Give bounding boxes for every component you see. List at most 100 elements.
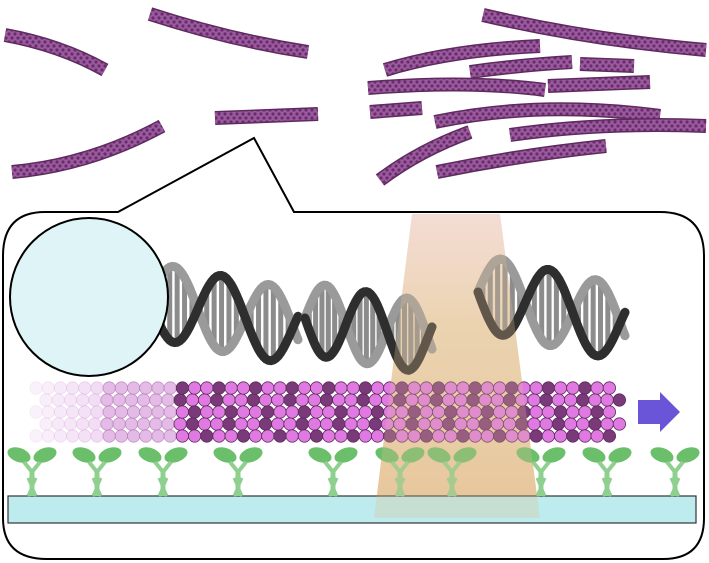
filament-bead bbox=[249, 405, 263, 419]
antibody-icon bbox=[213, 447, 263, 497]
filament-bead bbox=[53, 405, 68, 419]
filament-bead bbox=[261, 381, 275, 395]
filament-bead bbox=[356, 393, 370, 407]
filament-bead bbox=[175, 429, 189, 443]
filament-bead bbox=[541, 405, 556, 419]
filament-bead bbox=[139, 429, 153, 443]
filament-bead bbox=[588, 393, 602, 407]
filament-bead bbox=[334, 429, 348, 443]
free-filament-texture bbox=[547, 76, 651, 92]
filament-bead bbox=[297, 405, 311, 419]
filament-bead bbox=[114, 381, 129, 395]
antibody-icon bbox=[7, 447, 57, 497]
filament-bead bbox=[212, 381, 226, 395]
antibody-icon bbox=[650, 447, 700, 497]
filament-bead bbox=[127, 405, 141, 419]
filament-bead bbox=[224, 381, 238, 395]
filament-bead bbox=[137, 393, 151, 407]
filament-bead bbox=[102, 381, 116, 395]
filament-bead bbox=[551, 417, 566, 431]
antibody-icon bbox=[427, 447, 477, 497]
filament-bead bbox=[163, 405, 177, 419]
free-filament-texture bbox=[369, 102, 423, 118]
filament-bead bbox=[309, 429, 324, 443]
filament-bead bbox=[307, 417, 321, 431]
filament-bead bbox=[273, 381, 287, 395]
filament-bead bbox=[529, 429, 543, 443]
right-arrow-icon bbox=[638, 392, 680, 432]
filament-bead bbox=[344, 393, 358, 407]
filament-bead bbox=[185, 417, 199, 431]
filament-bead bbox=[602, 381, 617, 395]
filament-bead bbox=[273, 429, 287, 443]
filament-bead bbox=[100, 393, 114, 407]
filament-bead bbox=[161, 417, 175, 431]
filament-bead bbox=[124, 393, 138, 407]
filament-bead bbox=[249, 429, 263, 443]
filament-bead bbox=[273, 405, 287, 419]
filament-bead bbox=[137, 417, 151, 431]
filament-bead bbox=[53, 381, 68, 395]
antibody-icon bbox=[72, 447, 122, 497]
filament-bead bbox=[139, 381, 153, 395]
filament-bead bbox=[334, 381, 348, 395]
filament-bead bbox=[612, 393, 627, 407]
free-filament-texture bbox=[376, 126, 472, 185]
filament-bead bbox=[346, 405, 360, 419]
filament-bead bbox=[358, 429, 372, 443]
filament-bead bbox=[39, 393, 53, 407]
filament-bead bbox=[332, 393, 346, 407]
filament-bead bbox=[212, 429, 226, 443]
filament-bead bbox=[66, 429, 80, 443]
filament-bead bbox=[29, 429, 43, 443]
filament-bead bbox=[358, 381, 372, 395]
filament-bead bbox=[53, 429, 68, 443]
filament-bead bbox=[551, 393, 566, 407]
filament-bead bbox=[295, 393, 309, 407]
filament-bead bbox=[76, 393, 90, 407]
filament-bead bbox=[578, 429, 592, 443]
filament-bead bbox=[114, 429, 129, 443]
filament-bead bbox=[236, 381, 250, 395]
free-filament-texture bbox=[367, 78, 546, 96]
filament-bead bbox=[161, 393, 175, 407]
filament-bead bbox=[370, 381, 385, 395]
filament-bead bbox=[88, 393, 102, 407]
filament-bead bbox=[539, 393, 553, 407]
filament-bead bbox=[283, 417, 297, 431]
filament-bead bbox=[332, 417, 346, 431]
filament-bead bbox=[258, 393, 273, 407]
dna-helix-icon bbox=[473, 254, 630, 361]
filament-bead bbox=[346, 429, 360, 443]
filament-bead bbox=[285, 381, 299, 395]
filament-bead bbox=[590, 429, 604, 443]
filament-bead bbox=[222, 417, 236, 431]
antibody-icon bbox=[375, 447, 425, 497]
filament-bead bbox=[612, 417, 627, 431]
filament-bead bbox=[41, 429, 55, 443]
filament-bead bbox=[578, 405, 592, 419]
filament-bead bbox=[563, 393, 578, 407]
free-filament-texture bbox=[4, 29, 108, 75]
magnifier-circle bbox=[9, 217, 169, 377]
filament-bead bbox=[258, 417, 273, 431]
filament-bead bbox=[236, 429, 250, 443]
filament-bead bbox=[529, 405, 543, 419]
filament-bead bbox=[553, 381, 568, 395]
filament-bead bbox=[127, 429, 141, 443]
free-filament-texture bbox=[11, 121, 165, 178]
filament-bead bbox=[576, 417, 590, 431]
filament-bead bbox=[602, 429, 617, 443]
filament-bead bbox=[127, 381, 141, 395]
filament-bead bbox=[553, 429, 568, 443]
filament-bead bbox=[368, 393, 382, 407]
filament-bead bbox=[541, 381, 556, 395]
light-beam-overlay bbox=[374, 214, 540, 518]
filament-bead bbox=[356, 417, 370, 431]
filament-bead bbox=[198, 417, 212, 431]
filament-bead bbox=[576, 393, 590, 407]
filament-bead bbox=[151, 405, 165, 419]
filament-bead bbox=[63, 393, 78, 407]
